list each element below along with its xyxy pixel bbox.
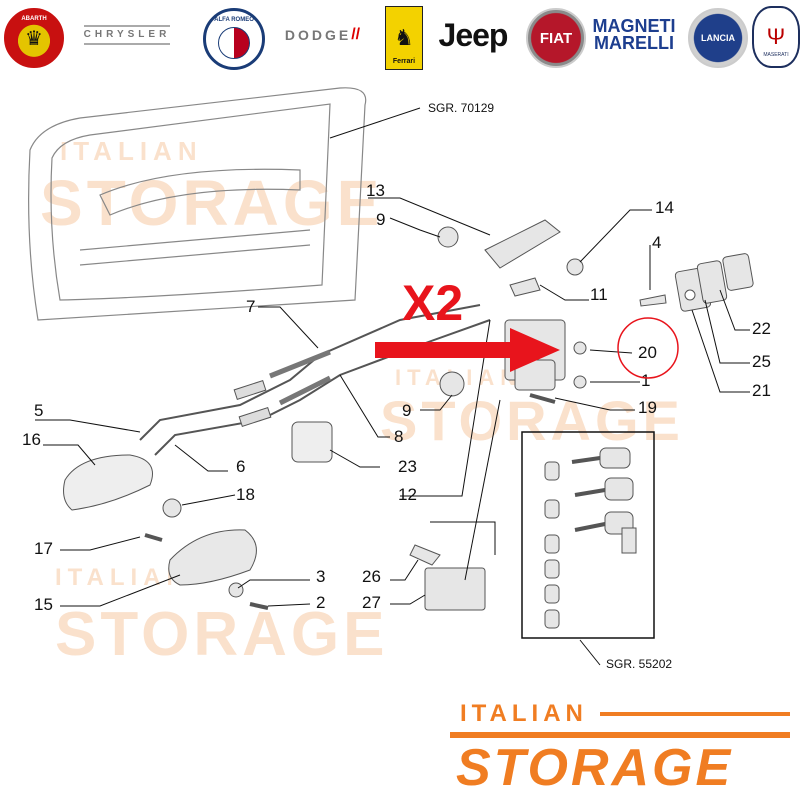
- callout-number: 1: [641, 371, 650, 390]
- callout-number: 9: [376, 210, 385, 229]
- jeep-logo: Jeep: [428, 6, 518, 64]
- callout-leaders: [35, 197, 750, 607]
- callout-number: 12: [398, 485, 417, 504]
- callout-number: 27: [362, 593, 381, 612]
- quantity-multiplier: X2: [402, 275, 463, 331]
- footer-brand-line1: ITALIAN: [460, 700, 588, 727]
- callout-number: 23: [398, 457, 417, 476]
- ferrari-logo: ♞ Ferrari: [385, 6, 423, 70]
- striker-plate: [674, 253, 754, 312]
- lock-cylinders: [544, 461, 560, 629]
- watermark-top-line1: ITALIAN: [60, 136, 203, 166]
- ref-leader-top: [329, 107, 421, 139]
- watermark-bottom-line1: ITALIAN: [55, 564, 190, 591]
- rod-connector: [233, 379, 267, 401]
- prancing-horse-icon: ♞: [394, 25, 414, 50]
- scorpion-icon: ♛: [25, 27, 43, 50]
- highlight-circle: [617, 317, 679, 379]
- callout-number: 21: [752, 381, 771, 400]
- callout-number: 26: [362, 567, 381, 586]
- watermark-top-line2: STORAGE: [40, 167, 383, 239]
- trident-icon: Ψ: [766, 24, 786, 49]
- rod-connector: [238, 406, 272, 428]
- abarth-logo: ABARTH ♛: [4, 8, 64, 68]
- chrysler-logo: CHRYSLER: [62, 6, 192, 64]
- ref-label-top: SGR. 70129: [428, 101, 494, 115]
- jeep-logo-text: Jeep: [438, 17, 509, 53]
- callout-numbers: 13 9 14 4 7 11 22 20 25 1 21 5 9 19 16 6…: [22, 181, 771, 614]
- door-panel: [28, 87, 367, 321]
- handle-bezel-part: [291, 421, 333, 463]
- ref-label-bottom: SGR. 55202: [606, 657, 672, 671]
- callout-number: 8: [394, 427, 403, 446]
- dodge-logo-text: DODGE: [284, 27, 352, 43]
- callout-number: 2: [316, 593, 325, 612]
- callout-number: 5: [34, 401, 43, 420]
- dodge-logo: DODGE//: [270, 6, 375, 64]
- callout-number: 11: [590, 285, 608, 304]
- callout-number: 3: [316, 567, 325, 586]
- watermark-bottom: ITALIAN STORAGE: [55, 564, 388, 669]
- ref-leader-bottom: [579, 639, 601, 666]
- watermark-middle-line2: STORAGE: [380, 389, 684, 452]
- footer-brand-logo: ITALIAN STORAGE: [450, 700, 790, 800]
- footer-rule-top: [600, 712, 790, 716]
- brand-logo-strip: ABARTH ♛ CHRYSLER ALFA ROMEO DODGE// ♞ F…: [0, 0, 800, 72]
- callout-number: 6: [236, 457, 245, 476]
- inner-handle-part: [63, 454, 153, 511]
- abarth-logo-text: ABARTH: [21, 16, 47, 22]
- footer-brand-line2: STORAGE: [456, 739, 734, 797]
- lancia-logo-text: LANCIA: [701, 32, 735, 43]
- lock-set-box: [521, 431, 655, 639]
- alfa-romeo-logo-text: ALFA ROMEO: [214, 17, 254, 23]
- highlight-arrow: [375, 328, 560, 372]
- fiat-logo-text: FIAT: [539, 29, 573, 47]
- ferrari-logo-text: Ferrari: [392, 58, 416, 65]
- callout-number: 19: [638, 398, 657, 417]
- keys: [571, 447, 637, 554]
- callout-number: 25: [752, 352, 771, 371]
- callout-number: 9: [402, 401, 411, 420]
- magneti-marelli-logo-text: MAGNETI MARELLI: [592, 15, 676, 53]
- highlight-annotation: X2: [375, 275, 679, 379]
- maserati-logo-text: MASERATI: [763, 52, 789, 58]
- alfa-romeo-crest-icon: [218, 27, 250, 59]
- maserati-logo: Ψ MASERATI: [752, 6, 800, 68]
- callout-number: 14: [655, 198, 674, 217]
- callout-number: 20: [638, 343, 657, 362]
- callout-number: 17: [34, 539, 53, 558]
- callout-number: 22: [752, 319, 771, 338]
- watermark-top: ITALIAN STORAGE: [40, 136, 383, 239]
- watermark-bottom-line2: STORAGE: [55, 600, 388, 669]
- magneti-marelli-logo: MAGNETI MARELLI: [588, 6, 680, 64]
- callout-number: 16: [22, 430, 41, 449]
- fiat-logo: FIAT: [526, 8, 586, 68]
- callout-number: 18: [236, 485, 255, 504]
- callout-number: 7: [246, 297, 255, 316]
- callout-number: 15: [34, 595, 53, 614]
- lancia-logo: LANCIA: [688, 8, 748, 68]
- small-parts: [144, 219, 667, 611]
- door-handle-part: [168, 529, 257, 586]
- alfa-romeo-logo: ALFA ROMEO: [203, 8, 265, 70]
- callout-number: 4: [652, 233, 661, 252]
- dodge-stripes-icon: //: [351, 26, 361, 43]
- footer-rule-middle: [450, 732, 790, 738]
- chrysler-logo-text: CHRYSLER: [83, 25, 171, 45]
- callout-number: 13: [366, 181, 385, 200]
